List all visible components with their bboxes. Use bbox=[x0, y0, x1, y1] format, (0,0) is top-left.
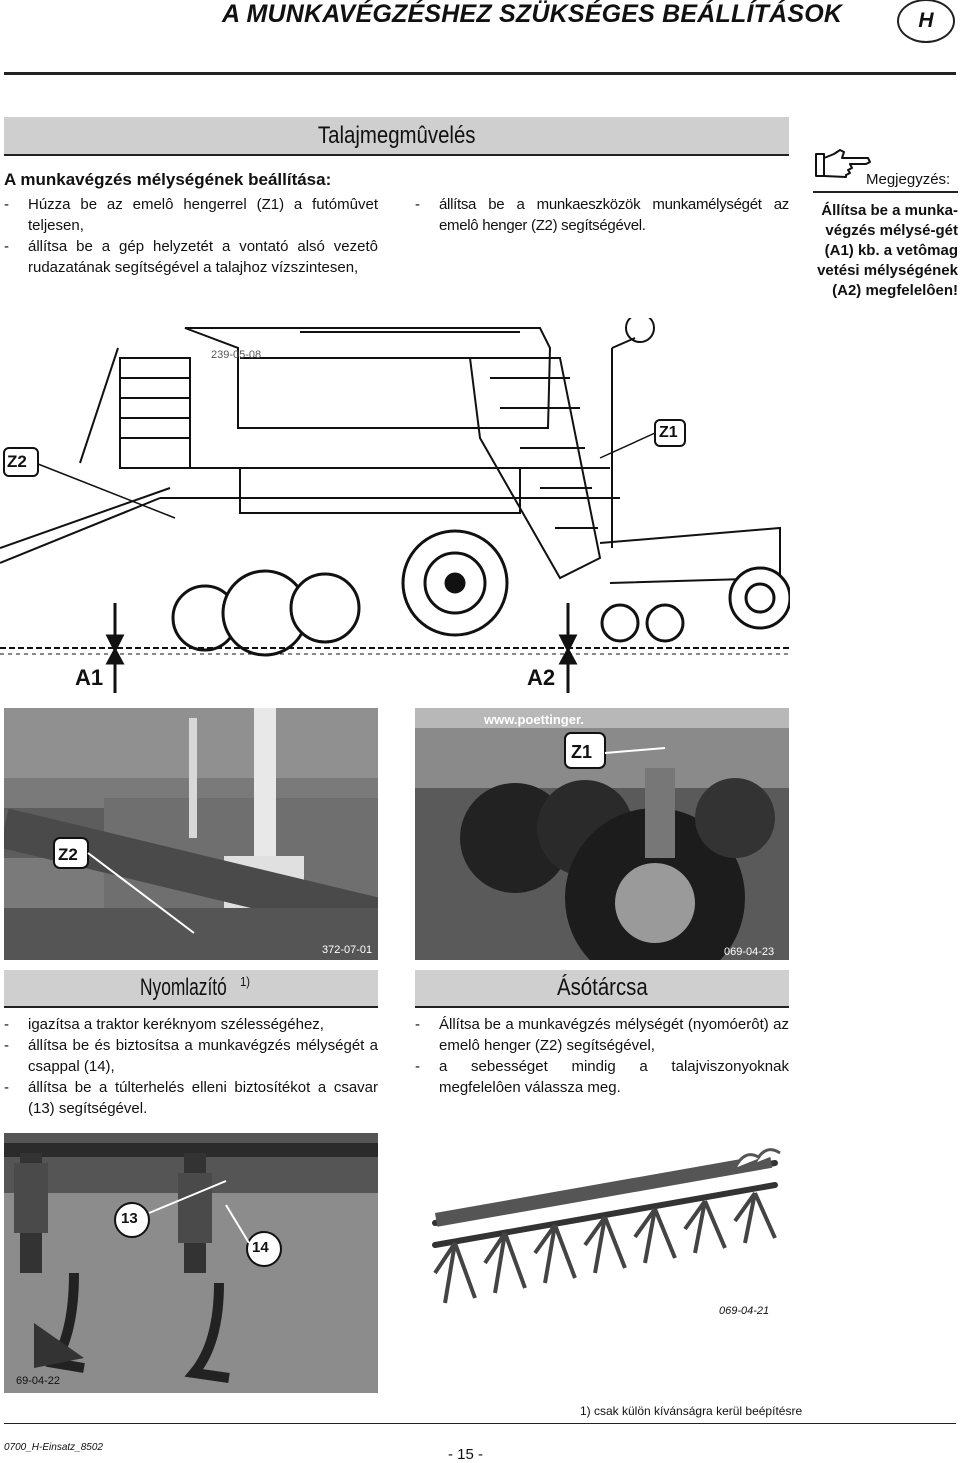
header-divider bbox=[4, 72, 956, 75]
section-title: Talajmegmûvelés bbox=[317, 121, 476, 149]
photo-label-14: 14 bbox=[252, 1239, 269, 1256]
machine-diagram bbox=[0, 318, 790, 693]
photo-right-url: www.poettinger. bbox=[484, 712, 584, 727]
subheading: A munkavégzés mélységének beállítása: bbox=[4, 170, 332, 189]
photo-track-loosener bbox=[4, 1133, 378, 1393]
section-band-rule bbox=[415, 1006, 789, 1008]
diagram-code: 239-05-08 bbox=[211, 349, 262, 361]
photo-cultivator-wheels bbox=[415, 708, 789, 960]
diagram-label-a1: A1 bbox=[75, 665, 104, 690]
list-item: -állítsa be a túlterhelés elleni biztosí… bbox=[4, 1079, 378, 1117]
diagram-label-z1: Z1 bbox=[659, 424, 678, 441]
page-number: - 15 - bbox=[448, 1446, 484, 1463]
note-text: Állítsa be a munka-végzés mélysé-gét (A1… bbox=[817, 202, 958, 299]
pointing-hand-icon bbox=[815, 149, 871, 178]
photo-bottom-right-code: 069-04-21 bbox=[719, 1305, 770, 1317]
section-band-rule bbox=[4, 1006, 378, 1008]
note-rule bbox=[813, 191, 958, 193]
section-band-nyomlazito: Nyomlazító 1) bbox=[4, 970, 378, 1006]
photo-hydraulic-cylinder bbox=[4, 708, 378, 960]
photo-spader-disc bbox=[432, 1148, 781, 1304]
list-item: -a sebességet mindig a talajviszonyoknak… bbox=[415, 1058, 789, 1096]
diagram-label-a2: A2 bbox=[527, 665, 556, 690]
list-item: -állítsa be és biztosítsa a munkavégzés … bbox=[4, 1037, 378, 1075]
instructions-asotarcsa: -Állítsa be a munkavégzés mélységét (nyo… bbox=[415, 1014, 789, 1098]
photo-right-code: 069-04-23 bbox=[724, 946, 775, 958]
footer-rule bbox=[4, 1423, 956, 1424]
section-band-rule bbox=[4, 154, 789, 156]
instructions-nyomlazito: -igazítsa a traktor keréknyom szélességé… bbox=[4, 1014, 378, 1119]
section-band-talajmegmuveles: Talajmegmûvelés bbox=[4, 117, 789, 154]
note-label: Megjegyzés: bbox=[866, 171, 951, 188]
photo-bottom-left-code: 69-04-22 bbox=[16, 1375, 61, 1387]
photo-right-label-z1: Z1 bbox=[571, 742, 593, 762]
document-id: 0700_H-Einsatz_8502 bbox=[4, 1442, 103, 1453]
footnote: 1) csak külön kívánságra kerül beépítésr… bbox=[580, 1404, 803, 1418]
instructions-right: -állítsa be a munkaeszközök munkamélység… bbox=[415, 194, 789, 236]
photo-left-code: 372-07-01 bbox=[322, 944, 373, 956]
instructions-left: -Húzza be az emelô hengerrel (Z1) a futó… bbox=[4, 194, 378, 278]
diagram-label-z2: Z2 bbox=[7, 452, 27, 471]
page-title: A MUNKAVÉGZÉSHEZ SZÜKSÉGES BEÁLLÍTÁSOK bbox=[222, 0, 843, 28]
list-item: -állítsa be a munkaeszközök munkamélység… bbox=[415, 196, 789, 234]
list-item: -állítsa be a gép helyzetét a vontató al… bbox=[4, 238, 378, 276]
footnote-marker: 1) bbox=[239, 974, 250, 989]
photo-left-label-z2: Z2 bbox=[58, 845, 78, 864]
list-item: -igazítsa a traktor keréknyom szélességé… bbox=[4, 1016, 324, 1033]
section-title: Ásótárcsa bbox=[556, 974, 648, 1001]
photo-label-13: 13 bbox=[121, 1210, 138, 1227]
list-item: -Húzza be az emelô hengerrel (Z1) a futó… bbox=[4, 196, 378, 234]
list-item: -Állítsa be a munkavégzés mélységét (nyo… bbox=[415, 1016, 789, 1054]
section-title: Nyomlazító bbox=[139, 974, 227, 1001]
section-band-asotarcsa: Ásótárcsa bbox=[415, 970, 789, 1006]
language-badge: H bbox=[897, 0, 955, 43]
